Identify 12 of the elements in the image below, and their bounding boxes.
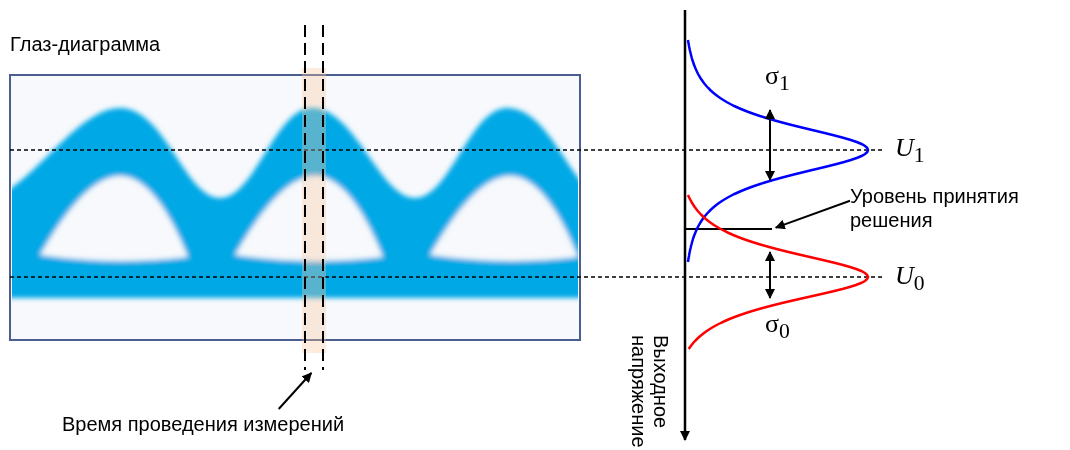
- decision-level-line: [684, 228, 773, 230]
- decision-level-label: Уровень принятия решения: [850, 184, 1070, 232]
- measurement-window: [302, 24, 326, 371]
- voltage-level-label: U$_{0}$: [895, 264, 925, 296]
- voltage-level-label: U$_{1}$: [895, 136, 925, 168]
- eye-diagram-label: Глаз-диаграмма: [10, 32, 161, 56]
- sigma-label: σ$_{0}$: [765, 312, 790, 344]
- leader-line: [277, 372, 313, 410]
- measurement-time-label: Время проведения измерений: [62, 412, 345, 436]
- leader-line: [774, 199, 851, 230]
- axis-label: Выходное напряжение: [628, 335, 672, 447]
- sigma-label: σ$_{1}$: [765, 64, 790, 96]
